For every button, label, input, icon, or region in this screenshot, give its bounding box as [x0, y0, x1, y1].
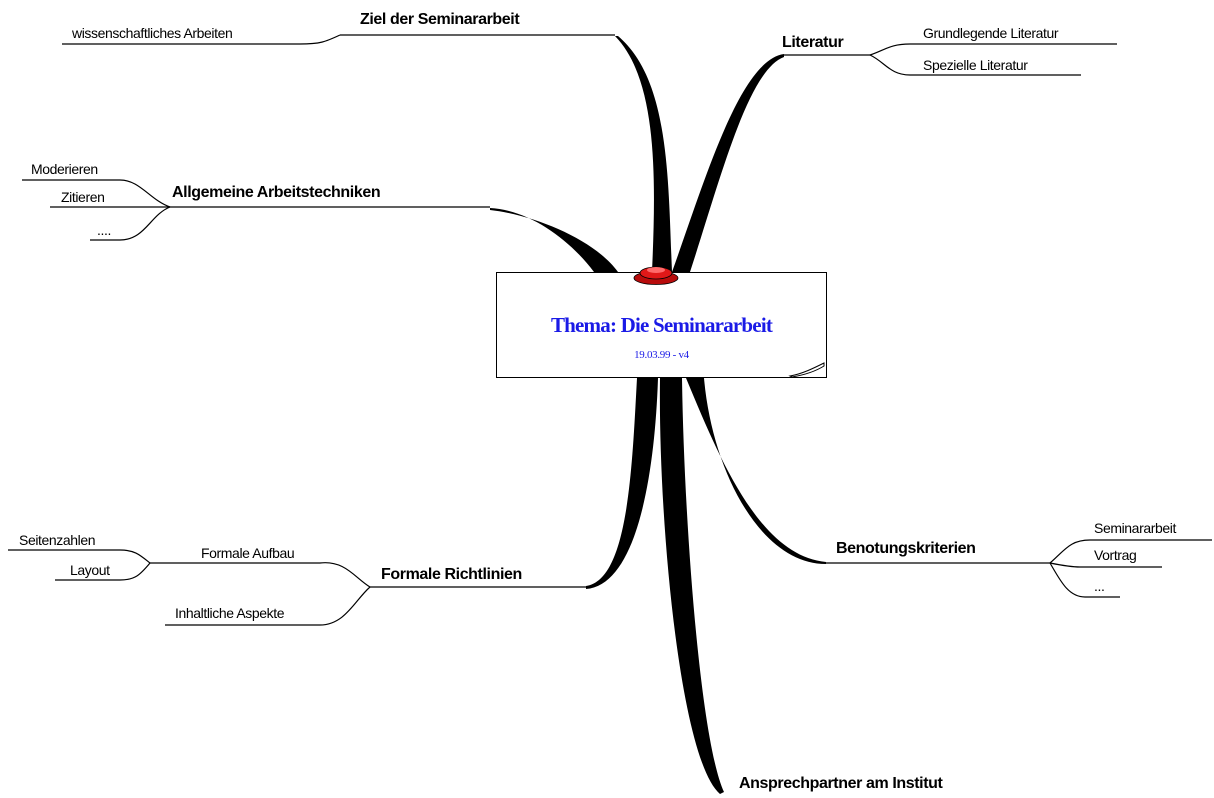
pin-icon [633, 266, 679, 285]
center-subtitle: 19.03.99 - v4 [634, 349, 689, 361]
page-curl-icon [788, 362, 825, 378]
line-layout [55, 562, 151, 581]
sub-label-seitenzahlen[interactable]: Seitenzahlen [19, 532, 96, 548]
sub-label-moderieren[interactable]: Moderieren [31, 161, 98, 177]
sub-label-zitieren[interactable]: Zitieren [61, 189, 105, 205]
branch-arbeitstechniken [490, 208, 618, 272]
branch-label-ziel[interactable]: Ziel der Seminararbeit [360, 11, 520, 28]
branch-label-literatur[interactable]: Literatur [782, 34, 844, 51]
sub-label-grundlegend[interactable]: Grundlegende Literatur [923, 25, 1059, 41]
sub-label-speziell[interactable]: Spezielle Literatur [923, 57, 1028, 73]
connector-lines [8, 34, 1212, 626]
line-benotung-dots [1049, 562, 1120, 598]
line-moderieren [22, 179, 171, 208]
line-inhaltlich [165, 586, 371, 626]
branch-literatur [672, 54, 784, 272]
center-title: Thema: Die Seminararbeit [550, 313, 773, 337]
branch-benotung [686, 378, 826, 564]
branch-ansprechpartner [659, 378, 724, 794]
branch-label-arbeitstechniken[interactable]: Allgemeine Arbeitstechniken [172, 184, 381, 201]
sub-label-vortrag[interactable]: Vortrag [1094, 547, 1137, 563]
line-seitenzahlen [8, 549, 151, 564]
line-wissenschaftlich [62, 34, 341, 45]
line-aufbau [150, 562, 371, 588]
branch-label-benotung[interactable]: Benotungskriterien [836, 540, 976, 557]
branch-richtlinien [586, 378, 658, 589]
line-grundlegend [869, 43, 1117, 56]
center-topic-box[interactable]: Thema: Die Seminararbeit 19.03.99 - v4 [496, 272, 827, 378]
line-dots [90, 206, 171, 241]
branch-label-richtlinien[interactable]: Formale Richtlinien [381, 566, 522, 583]
sub-label-seminararbeit[interactable]: Seminararbeit [1094, 520, 1176, 536]
branch-label-ansprechpartner[interactable]: Ansprechpartner am Institut [739, 775, 943, 792]
line-seminararbeit [1049, 539, 1212, 564]
branch-ziel [615, 36, 672, 272]
sub-label-benotung-dots[interactable]: ... [1094, 578, 1105, 594]
sub-label-inhaltliche-aspekte[interactable]: Inhaltliche Aspekte [175, 605, 285, 621]
line-vortrag [1049, 562, 1162, 568]
sub-label-layout[interactable]: Layout [70, 562, 110, 578]
sub-label-arbeitstechniken-dots[interactable]: .... [97, 222, 111, 238]
sub-label-formale-aufbau[interactable]: Formale Aufbau [201, 545, 295, 561]
line-speziell [869, 54, 1081, 76]
sub-label-wissenschaftlich[interactable]: wissenschaftliches Arbeiten [72, 25, 233, 41]
